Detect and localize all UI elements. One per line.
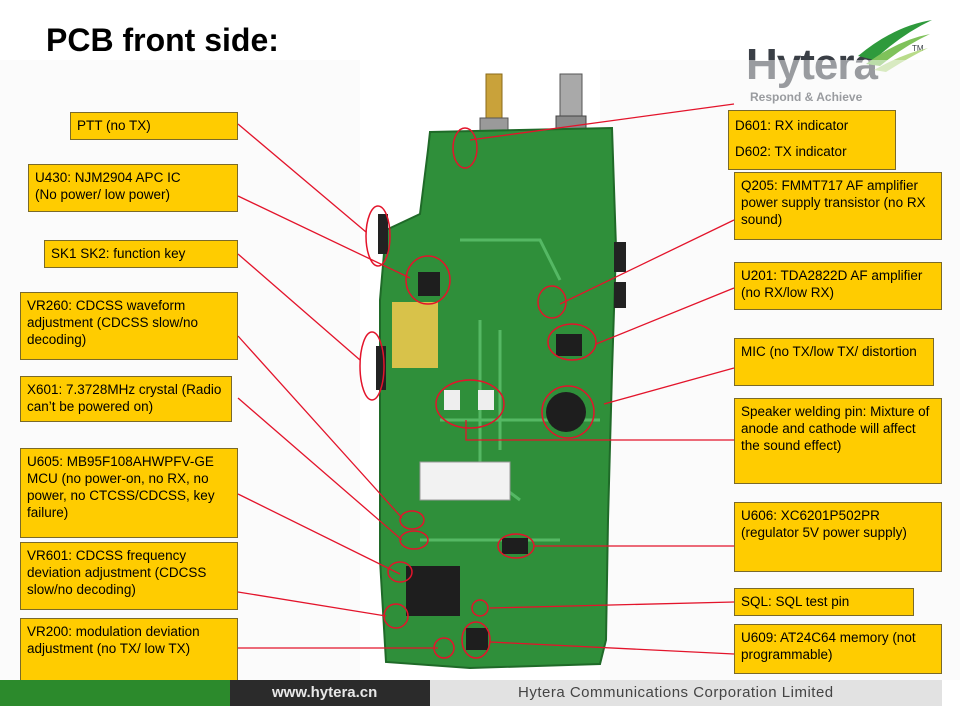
footer-green-block xyxy=(0,680,230,706)
label-u609-text: U609: AT24C64 memory (not programmable) xyxy=(741,630,916,662)
label-u605-text: U605: MB95F108AHWPFV-GE MCU (no power-on… xyxy=(27,454,215,520)
label-mic-text: MIC (no TX/low TX/ distortion xyxy=(741,344,917,359)
label-speaker: Speaker welding pin: Mixture of anode an… xyxy=(734,398,942,484)
component-highlights xyxy=(359,127,597,659)
side-key-right-1 xyxy=(614,242,626,272)
label-sk-text: SK1 SK2: function key xyxy=(51,246,186,261)
pointer-ptt xyxy=(237,123,367,233)
label-u430: U430: NJM2904 APC IC (No power/ low powe… xyxy=(28,164,238,212)
side-switch-2 xyxy=(376,346,386,390)
label-u201: U201: TDA2822D AF amplifier (no RX/low R… xyxy=(734,262,942,310)
label-d601-d602: D601: RX indicator D602: TX indicator xyxy=(728,110,896,170)
pointer-sk xyxy=(237,253,361,361)
footer-dark-block xyxy=(230,680,430,706)
label-x601: X601: 7.3728MHz crystal (Radio can’t be … xyxy=(20,376,232,422)
label-vr601: VR601: CDCSS frequency deviation adjustm… xyxy=(20,542,238,610)
pointer-sql xyxy=(489,601,735,609)
side-key-right-2 xyxy=(614,282,626,308)
ic-u609 xyxy=(466,628,488,650)
pointer-mic xyxy=(603,367,735,405)
label-ptt: PTT (no TX) xyxy=(70,112,238,140)
mcu-chip xyxy=(406,566,460,616)
ic-u606 xyxy=(502,538,528,554)
label-u201-text: U201: TDA2822D AF amplifier (no RX/low R… xyxy=(741,268,923,300)
label-u606-text: U606: XC6201P502PR (regulator 5V power s… xyxy=(741,508,907,540)
ic-u201 xyxy=(556,334,582,356)
logo-trademark: TM xyxy=(912,44,924,53)
barcode-sticker xyxy=(419,461,511,501)
pointer-u430 xyxy=(237,195,411,279)
label-sql-text: SQL: SQL test pin xyxy=(741,594,850,609)
mic-component xyxy=(546,392,586,432)
label-ptt-text: PTT (no TX) xyxy=(77,118,151,133)
label-u606: U606: XC6201P502PR (regulator 5V power s… xyxy=(734,502,942,572)
pointer-d601 xyxy=(469,103,735,141)
label-x601-text: X601: 7.3728MHz crystal (Radio can’t be … xyxy=(27,382,222,414)
side-switch-1 xyxy=(378,214,388,254)
ic-u430 xyxy=(418,272,440,296)
label-vr260-text: VR260: CDCSS waveform adjustment (CDCSS … xyxy=(27,298,199,347)
label-q205: Q205: FMMT717 AF amplifier power supply … xyxy=(734,172,942,240)
label-u430-text: U430: NJM2904 APC IC (No power/ low powe… xyxy=(35,170,181,202)
footer-bar: www.hytera.cn Hytera Communications Corp… xyxy=(0,680,960,706)
label-sk: SK1 SK2: function key xyxy=(44,240,238,268)
label-q205-text: Q205: FMMT717 AF amplifier power supply … xyxy=(741,178,926,227)
footer-grey-block xyxy=(430,680,942,706)
pointer-u609 xyxy=(489,641,735,655)
page-title: PCB front side: xyxy=(46,22,279,58)
label-d602-text: D602: TX indicator xyxy=(735,144,847,159)
pointer-u201 xyxy=(595,287,735,345)
pointer-u605 xyxy=(237,493,401,575)
label-vr260: VR260: CDCSS waveform adjustment (CDCSS … xyxy=(20,292,238,360)
white-pad-1 xyxy=(444,390,460,410)
white-pad-2 xyxy=(478,390,494,410)
pointer-lines xyxy=(237,103,735,655)
label-d601-text: D601: RX indicator xyxy=(735,118,849,133)
copper-pad xyxy=(392,302,438,368)
label-vr601-text: VR601: CDCSS frequency deviation adjustm… xyxy=(27,548,207,597)
pointer-q205 xyxy=(559,219,735,305)
footer-company: Hytera Communications Corporation Limite… xyxy=(518,684,834,701)
label-vr200-text: VR200: modulation deviation adjustment (… xyxy=(27,624,200,656)
pointer-x601 xyxy=(237,397,403,541)
pointer-speaker xyxy=(465,420,734,441)
label-mic: MIC (no TX/low TX/ distortion xyxy=(734,338,934,386)
label-sql: SQL: SQL test pin xyxy=(734,588,914,616)
pointer-vr260 xyxy=(237,335,403,519)
label-u605: U605: MB95F108AHWPFV-GE MCU (no power-on… xyxy=(20,448,238,538)
pointer-vr601 xyxy=(237,591,387,617)
label-vr200: VR200: modulation deviation adjustment (… xyxy=(20,618,238,684)
label-u609: U609: AT24C64 memory (not programmable) xyxy=(734,624,942,674)
footer-url[interactable]: www.hytera.cn xyxy=(272,684,378,701)
label-speaker-text: Speaker welding pin: Mixture of anode an… xyxy=(741,404,930,453)
